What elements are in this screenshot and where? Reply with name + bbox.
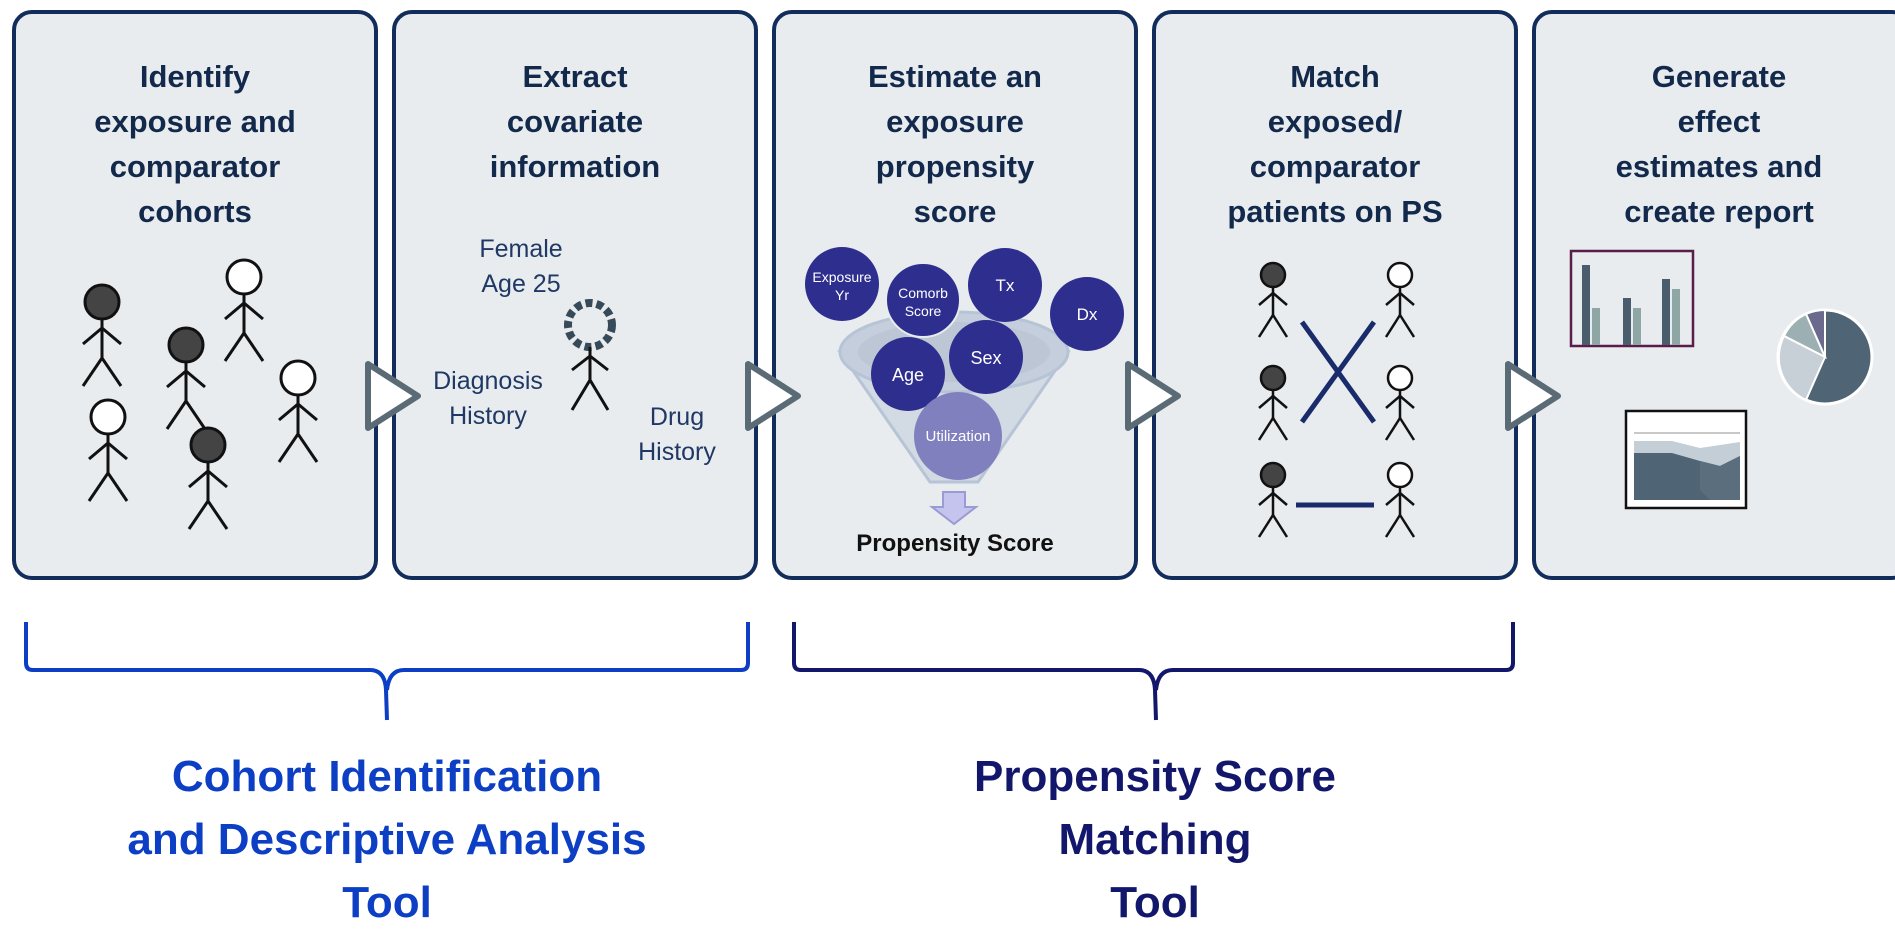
covariate-bubble-comorb-score: Comorb Score [885, 262, 961, 338]
match-line [1299, 320, 1377, 424]
exposed-person-icon [1257, 461, 1289, 539]
bar-chart-thumbnail [1569, 249, 1695, 348]
drug-history-label: Drug History [638, 403, 716, 466]
exposed-person-icon [1257, 364, 1289, 442]
cohort-identification-tool-label: Cohort Identification and Descriptive An… [127, 752, 647, 927]
covariate-bubble-tx: Tx [968, 248, 1042, 322]
bubble-label-line1: Comorb [898, 285, 948, 301]
comparator-person-icon [87, 398, 129, 503]
comparator-person-icon [1384, 261, 1416, 339]
exposed-person-icon [1257, 261, 1289, 339]
bubble-label-line2: Yr [835, 287, 849, 303]
bracket-ps-tool [792, 622, 1515, 721]
exposed-person-icon [81, 283, 123, 388]
bubble-label: Utilization [925, 428, 990, 445]
demographics-label: Female Age 25 [479, 235, 563, 298]
diagnosis-history-label: Diagnosis History [433, 367, 543, 430]
step-title: Estimate an exposure propensity score [867, 59, 1042, 229]
step-title: Match exposed/ comparator patients on PS [1227, 59, 1443, 229]
stick-figure-crowd-icon [81, 258, 319, 531]
comparator-person-icon [1384, 364, 1416, 442]
covariate-bubble-exposure-yr: Exposure Yr [805, 247, 879, 321]
covariate-bubble-dx: Dx [1050, 277, 1124, 351]
step-panel-match-patients: Match exposed/ comparator patients on PS [1152, 10, 1518, 580]
step-title: Extract covariate information [489, 59, 661, 184]
chevron-arrow-icon [365, 361, 421, 431]
propensity-score-label: Propensity Score [856, 530, 1054, 557]
covariate-bubble-sex: Sex [949, 320, 1023, 394]
exposed-person-icon [165, 326, 207, 431]
bracket-cohort-tool [24, 622, 750, 721]
comparator-person-icon [223, 258, 265, 363]
step-panel-extract-covariates: Extract covariate information Female Age… [392, 10, 758, 580]
comparator-person-icon [277, 359, 319, 464]
chevron-arrow-icon [745, 361, 801, 431]
pie-chart-thumbnail [1776, 308, 1874, 406]
propensity-score-matching-tool-label: Propensity Score Matching Tool [974, 752, 1336, 927]
chevron-arrow-icon [1505, 361, 1561, 431]
area-chart-thumbnail [1624, 409, 1748, 510]
bubble-label: Age [892, 365, 924, 385]
step-title: Identify exposure and comparator cohorts [94, 59, 296, 229]
comparator-person-icon [1384, 461, 1416, 539]
report-charts-icon [1569, 249, 1874, 510]
exposed-person-icon [187, 426, 229, 531]
bubble-label-line2: Score [905, 303, 942, 319]
matched-pairs-icon [1257, 261, 1416, 539]
patient-figure-icon [564, 299, 616, 411]
step-title: Generate effect estimates and create rep… [1615, 59, 1823, 229]
covariate-bubble-utilization: Utilization [914, 392, 1002, 480]
covariate-bubble-age: Age [871, 337, 945, 411]
bubble-label-line1: Exposure [812, 269, 871, 285]
bubble-label: Tx [996, 276, 1015, 295]
bubble-label: Dx [1077, 305, 1098, 324]
step-panel-identify-cohorts: Identify exposure and comparator cohorts [12, 10, 378, 580]
bubble-label: Sex [970, 348, 1001, 368]
chevron-arrow-icon [1125, 361, 1181, 431]
